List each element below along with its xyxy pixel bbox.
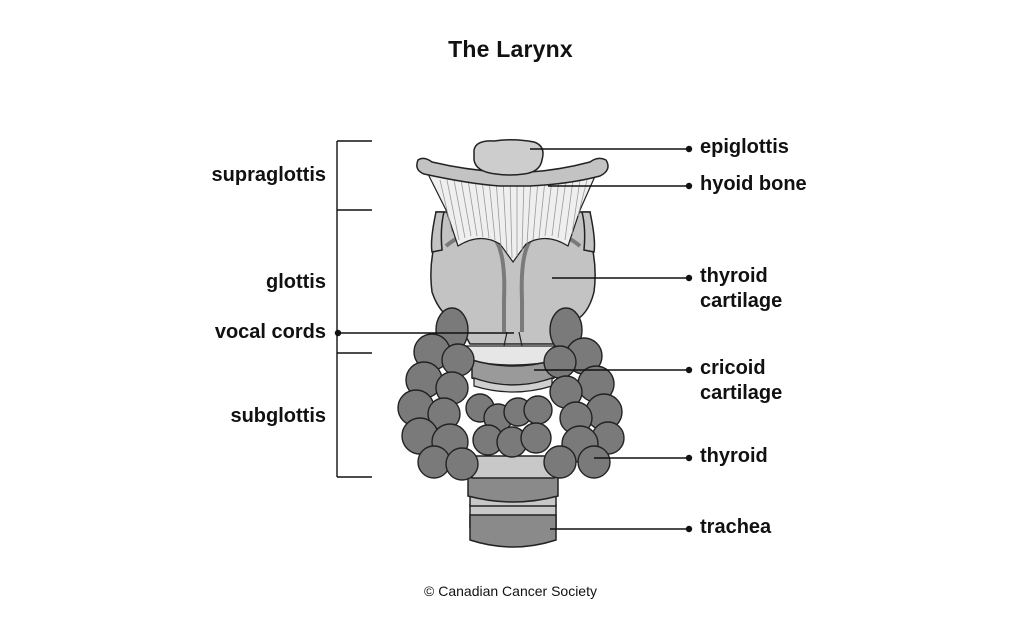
label-cricoid-cartilage: cricoid cartilage	[700, 356, 782, 406]
thyroid-gland-illustration	[397, 307, 625, 481]
thyroid-leader	[594, 454, 693, 462]
epiglottis-illustration	[473, 138, 544, 176]
vocal-cords-leader	[334, 329, 514, 337]
thyroid-cartilage-leader	[552, 274, 693, 282]
label-trachea: trachea	[700, 516, 772, 538]
label-cricoid-cartilage-line1: cricoid	[700, 357, 766, 379]
diagram-title: The Larynx	[448, 36, 573, 62]
cricoid-cartilage-illustration	[465, 331, 561, 393]
trachea-illustration	[467, 455, 559, 548]
label-thyroid: thyroid	[700, 445, 768, 467]
label-thyroid-cartilage: thyroid cartilage	[700, 264, 782, 314]
label-supraglottis: supraglottis	[211, 164, 326, 186]
label-vocal-cords: vocal cords	[214, 321, 326, 343]
copyright-notice: © Canadian Cancer Society	[424, 583, 597, 599]
label-cricoid-cartilage-line2: cartilage	[700, 382, 783, 404]
cricoid-cartilage-leader	[534, 366, 693, 374]
label-glottis: glottis	[266, 271, 326, 293]
trachea-leader	[550, 525, 693, 533]
label-thyroid-cartilage-line2: cartilage	[700, 290, 783, 312]
label-thyroid-cartilage-line1: thyroid	[700, 265, 768, 287]
hyoid-bone-leader	[548, 182, 693, 190]
label-epiglottis: epiglottis	[700, 136, 789, 158]
label-subglottis: subglottis	[230, 405, 326, 427]
region-bracket	[336, 140, 372, 478]
epiglottis-leader	[530, 145, 693, 153]
label-hyoid-bone: hyoid bone	[700, 173, 807, 195]
